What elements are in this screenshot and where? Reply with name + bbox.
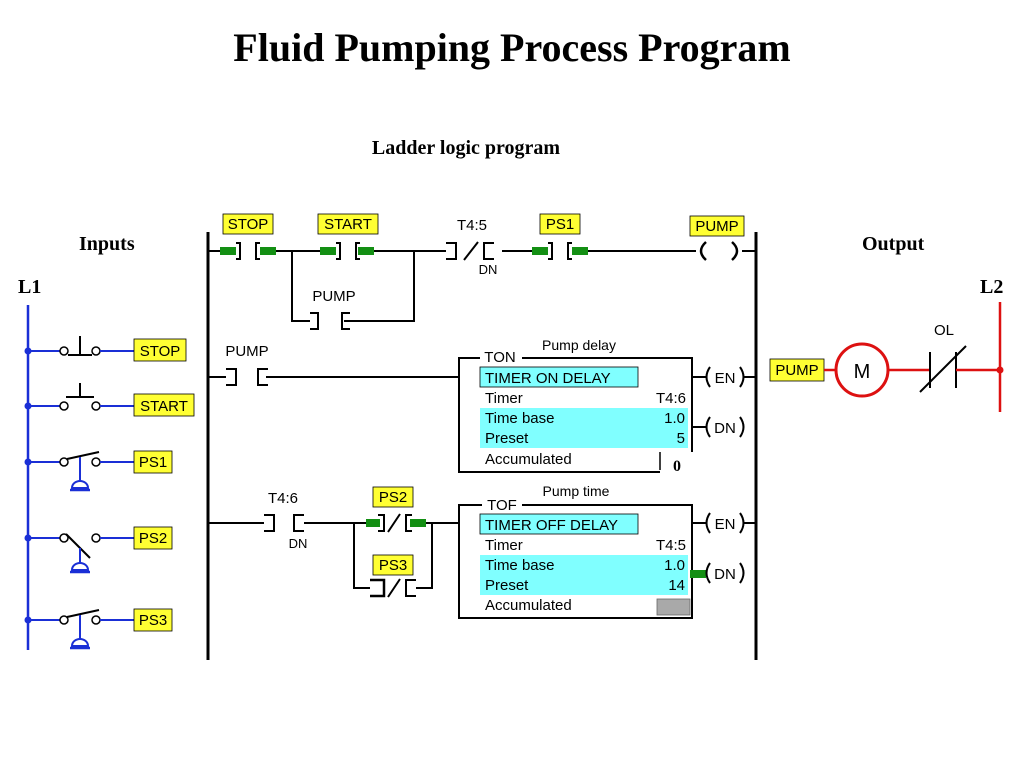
ton-timebase-value: 1.0 — [664, 410, 685, 427]
t4-5-contact-label: T4:5 — [457, 217, 487, 234]
stop-contact: STOP — [220, 213, 276, 260]
tof-accum-label: Accumulated — [485, 597, 572, 614]
tof-timebase-value: 1.0 — [664, 557, 685, 574]
stop-input-label: STOP — [140, 343, 181, 360]
tof-preset-label: Preset — [485, 577, 529, 594]
seal-in-label: PUMP — [312, 288, 355, 305]
tof-title: TIMER OFF DELAY — [485, 517, 618, 534]
ton-timer-value: T4:6 — [656, 390, 686, 407]
ton-title: TIMER ON DELAY — [485, 370, 611, 387]
ton-timebase-label: Time base — [485, 410, 554, 427]
ps2-contact-label: PS2 — [379, 489, 407, 506]
ps2-pressure-switch: PS2 — [24, 526, 173, 574]
rung-2: PUMP TON Pump delay TIMER ON DELAY Timer… — [208, 337, 756, 478]
ps1-contact: PS1 — [532, 213, 588, 260]
ton-preset-value: 5 — [677, 430, 685, 447]
rung-3: T4:6 DN PS2 PS3 — [208, 483, 756, 619]
t4-6-dn-contact: T4:6 DN — [264, 490, 307, 551]
start-input-label: START — [140, 398, 188, 415]
start-contact: START — [317, 213, 379, 260]
pump-output-tag: PUMP — [775, 362, 818, 379]
ton-timer-label: Timer — [485, 390, 523, 407]
rail-l1-label: L1 — [18, 276, 42, 298]
tof-caption: Pump time — [543, 483, 610, 499]
tof-timer-value: T4:5 — [656, 537, 686, 554]
pump-seal-in-contact: PUMP — [310, 288, 356, 330]
tof-timebase-label: Time base — [485, 557, 554, 574]
ps1-contact-label: PS1 — [546, 216, 574, 233]
ladder-subtitle: Ladder logic program — [371, 137, 561, 159]
pump-coil: PUMP — [689, 215, 745, 261]
ton-en-output: EN — [715, 370, 736, 387]
t4-6-contact-label: T4:6 — [268, 490, 298, 507]
ps3-contact-label: PS3 — [379, 557, 407, 574]
ps3-input-label: PS3 — [139, 612, 167, 629]
rung-1: STOP START PUMP — [208, 213, 756, 330]
t4-5-dn-bit: DN — [479, 262, 498, 277]
stop-pushbutton: STOP — [24, 336, 187, 362]
ton-accum-label: Accumulated — [485, 451, 572, 468]
start-contact-label: START — [324, 216, 372, 233]
output-label: Output — [862, 233, 925, 255]
start-pushbutton: START — [24, 383, 195, 417]
ton-dn-output: DN — [714, 420, 736, 437]
rail-l2-label: L2 — [980, 276, 1004, 298]
tof-block: TOF Pump time TIMER OFF DELAY Timer T4:5… — [458, 483, 756, 619]
t4-5-dn-contact: T4:5 DN — [446, 217, 497, 277]
inputs-label: Inputs — [79, 233, 135, 255]
pump-contact: PUMP — [225, 343, 269, 386]
ps2-input-label: PS2 — [139, 530, 167, 547]
ton-type: TON — [484, 349, 515, 366]
ton-preset-label: Preset — [485, 430, 529, 447]
ton-accum-value: 0 — [673, 458, 681, 475]
overload-contact: OL — [919, 322, 967, 393]
ps3-pressure-switch: PS3 — [24, 608, 173, 650]
ton-block: TON Pump delay TIMER ON DELAY Timer T4:6… — [458, 337, 756, 478]
ton-caption: Pump delay — [542, 337, 616, 353]
page-title: Fluid Pumping Process Program — [233, 25, 791, 70]
tof-timer-label: Timer — [485, 537, 523, 554]
motor-label: M — [854, 361, 871, 383]
tof-accum-value-box — [656, 598, 691, 616]
tof-preset-value: 14 — [668, 577, 685, 594]
input-wiring: STOP START — [24, 305, 195, 650]
ps1-pressure-switch: PS1 — [24, 450, 173, 492]
ps3-contact: PS3 — [370, 554, 416, 598]
t4-6-dn-bit: DN — [289, 536, 308, 551]
ps2-contact: PS2 — [366, 486, 426, 533]
tof-dn-output: DN — [714, 566, 736, 583]
output-circuit: PUMP M OL — [769, 302, 1004, 412]
tof-en-output: EN — [715, 516, 736, 533]
stop-contact-label: STOP — [228, 216, 269, 233]
ps1-input-label: PS1 — [139, 454, 167, 471]
overload-label: OL — [934, 322, 954, 339]
tof-type: TOF — [487, 497, 517, 514]
pump-contact-label: PUMP — [225, 343, 268, 360]
pump-coil-label: PUMP — [695, 218, 738, 235]
